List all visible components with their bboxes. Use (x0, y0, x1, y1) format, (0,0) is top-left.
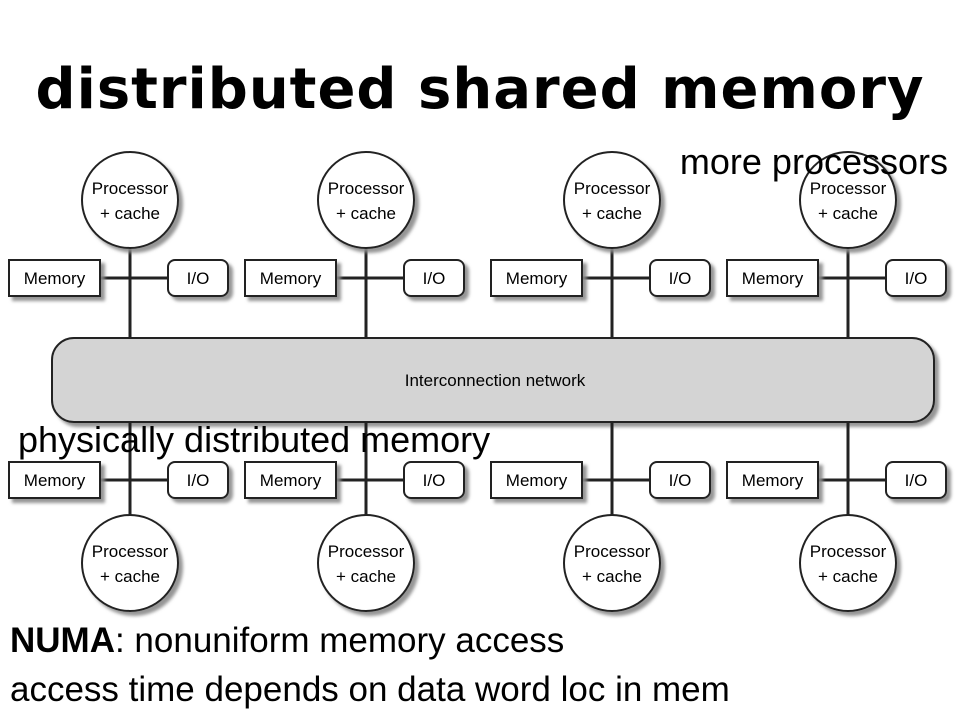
processor-label-line1: Processor (810, 179, 887, 198)
io-label: I/O (905, 471, 928, 490)
processor-label-line1: Processor (574, 542, 651, 561)
processor-label-line1: Processor (328, 179, 405, 198)
processor-label-line2: + cache (100, 204, 160, 223)
slide-title: distributed shared memory (35, 57, 925, 122)
memory-label: Memory (24, 471, 86, 490)
physically-distributed-annotation: physically distributed memory (18, 419, 491, 460)
memory-label: Memory (506, 269, 568, 288)
processor-label-line1: Processor (92, 179, 169, 198)
top-node-1: Memory I/O Processor + cache (8, 151, 229, 338)
memory-box (726, 461, 819, 499)
processor-label-line2: + cache (100, 567, 160, 586)
io-label: I/O (423, 471, 446, 490)
io-label: I/O (187, 471, 210, 490)
memory-box (8, 259, 101, 297)
io-label: I/O (905, 269, 928, 288)
processor-circle (799, 151, 897, 249)
memory-label: Memory (742, 471, 804, 490)
bottom-node-1: Memory I/O Processor + cache (8, 422, 229, 612)
top-node-2: Memory I/O Processor + cache (244, 151, 465, 338)
io-box (649, 461, 711, 499)
processor-label-line2: + cache (818, 204, 878, 223)
memory-label: Memory (260, 471, 322, 490)
processor-label-line2: + cache (582, 567, 642, 586)
bottom-node-2: Memory I/O Processor + cache (244, 422, 465, 612)
numa-definition: : nonuniform memory access (114, 621, 565, 660)
io-box (649, 259, 711, 297)
io-box (167, 461, 229, 499)
processor-circle (81, 151, 179, 249)
processor-label-line1: Processor (92, 542, 169, 561)
memory-box (726, 259, 819, 297)
io-label: I/O (669, 471, 692, 490)
io-box (403, 461, 465, 499)
numa-line: NUMA: nonuniform memory access (10, 619, 564, 663)
more-processors-annotation: more processors (679, 141, 948, 182)
access-time-line: access time depends on data word loc in … (10, 670, 730, 709)
processor-label-line1: Processor (810, 542, 887, 561)
processor-label-line1: Processor (574, 179, 651, 198)
memory-label: Memory (742, 269, 804, 288)
memory-box (244, 461, 337, 499)
memory-box (244, 259, 337, 297)
bottom-node-4: Memory I/O Processor + cache (726, 422, 947, 612)
io-box (885, 259, 947, 297)
memory-box (490, 461, 583, 499)
processor-circle (799, 514, 897, 612)
memory-box (8, 461, 101, 499)
memory-label: Memory (506, 471, 568, 490)
io-label: I/O (423, 269, 446, 288)
processor-circle (563, 151, 661, 249)
network-bar (51, 337, 935, 423)
numa-term: NUMA (10, 621, 115, 660)
top-node-4: Memory I/O Processor + cache (726, 151, 947, 338)
io-box (885, 461, 947, 499)
processor-label-line2: + cache (336, 567, 396, 586)
processor-label-line1: Processor (328, 542, 405, 561)
memory-label: Memory (24, 269, 86, 288)
io-label: I/O (187, 269, 210, 288)
processor-label-line2: + cache (336, 204, 396, 223)
io-label: I/O (669, 269, 692, 288)
interconnection-network: Interconnection network (51, 337, 935, 423)
processor-circle (317, 151, 415, 249)
processor-circle (81, 514, 179, 612)
io-box (403, 259, 465, 297)
processor-circle (563, 514, 661, 612)
bottom-node-row: Memory I/O Processor + cache Memory I/O Proces… (8, 422, 947, 612)
network-label: Interconnection network (405, 371, 586, 390)
processor-circle (317, 514, 415, 612)
processor-label-line2: + cache (818, 567, 878, 586)
bottom-node-3: Memory I/O Processor + cache (490, 422, 711, 612)
memory-label: Memory (260, 269, 322, 288)
memory-box (490, 259, 583, 297)
io-box (167, 259, 229, 297)
top-node-3: Memory I/O Processor + cache (490, 151, 711, 338)
processor-label-line2: + cache (582, 204, 642, 223)
